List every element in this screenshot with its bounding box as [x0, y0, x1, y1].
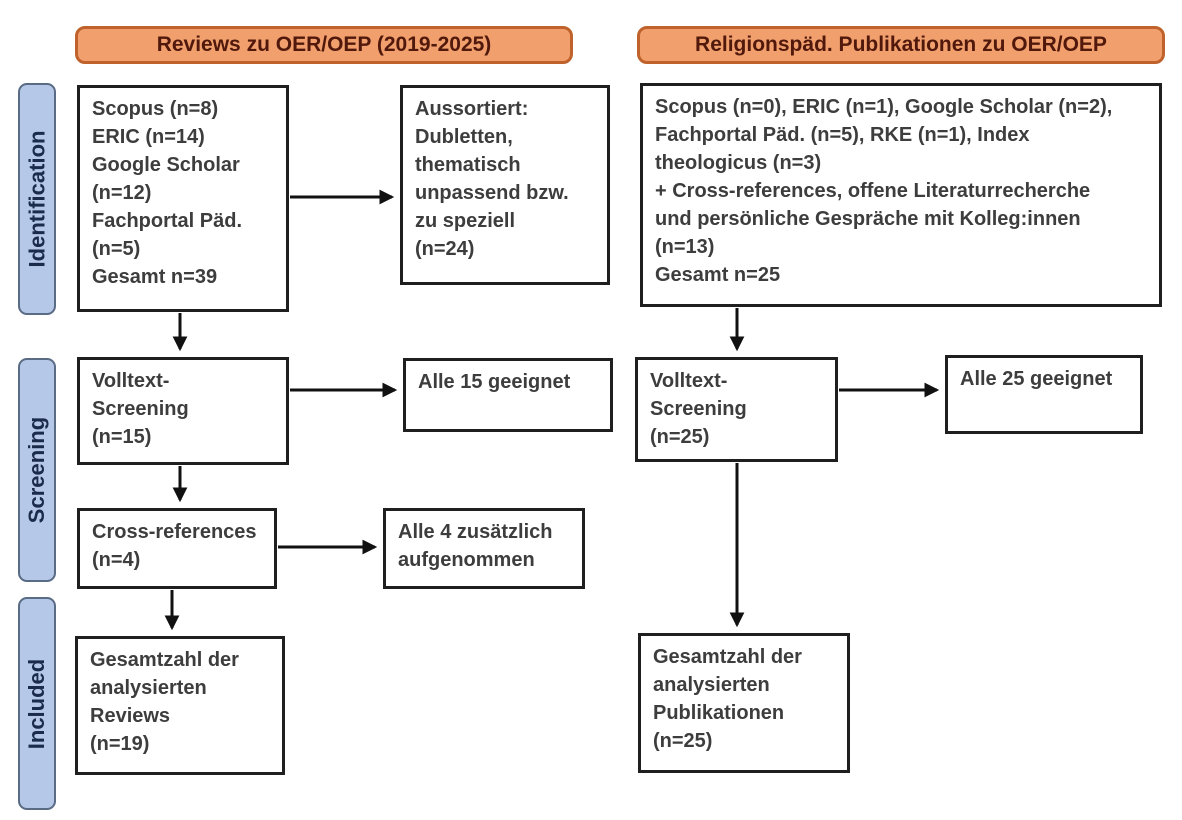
stage-label-screening: Screening: [18, 358, 56, 582]
stage-label-included: Included: [18, 597, 56, 810]
flow-box-sources-reviews: Scopus (n=8) ERIC (n=14) Google Scholar …: [77, 85, 289, 312]
flow-box-alle-25-geeignet: Alle 25 geeignet: [945, 355, 1143, 434]
flow-box-gesamtzahl-publikationen: Gesamtzahl der analysierten Publikatione…: [638, 633, 850, 773]
flow-box-sources-religionspaed: Scopus (n=0), ERIC (n=1), Google Scholar…: [640, 83, 1162, 307]
stage-label-identification-text: Identification: [24, 130, 50, 268]
flow-box-volltext-screening-publikationen: Volltext- Screening (n=25): [635, 357, 838, 462]
flow-box-volltext-screening-reviews: Volltext- Screening (n=15): [77, 357, 289, 465]
column-header-reviews: Reviews zu OER/OEP (2019-2025): [75, 26, 573, 64]
flow-box-aussortiert: Aussortiert: Dubletten, thematisch unpas…: [400, 85, 610, 285]
flow-box-alle-15-geeignet: Alle 15 geeignet: [403, 358, 613, 432]
flow-box-alle-4-zusaetzlich: Alle 4 zusätzlich aufgenommen: [383, 508, 585, 589]
stage-label-screening-text: Screening: [24, 416, 49, 524]
stage-label-included-text: Included: [24, 658, 50, 749]
flow-box-gesamtzahl-reviews: Gesamtzahl der analysierten Reviews (n=1…: [75, 636, 285, 775]
column-header-religionspaed: Religionspäd. Publikationen zu OER/OEP: [637, 26, 1165, 64]
flow-box-cross-references: Cross-references (n=4): [77, 508, 277, 589]
stage-label-identification: Identification: [18, 83, 56, 315]
